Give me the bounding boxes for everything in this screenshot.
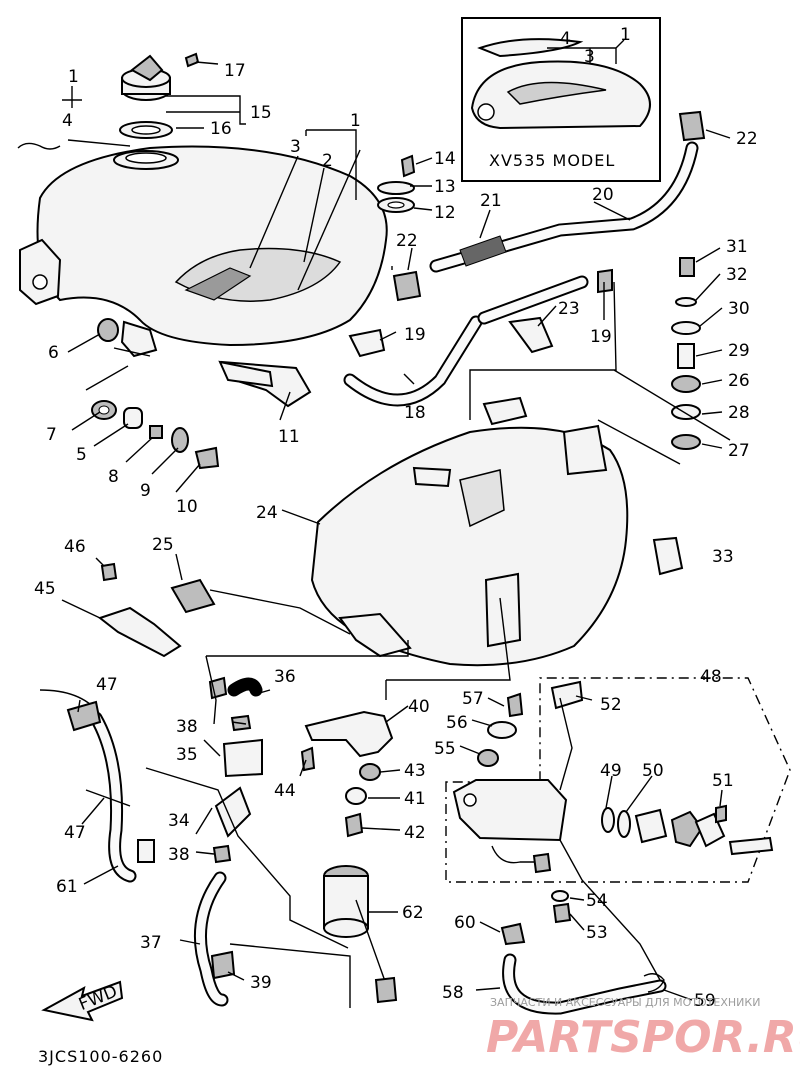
label-part-30: 30 xyxy=(728,299,750,319)
watermark: ЗАПЧАСТИ И АКСЕССУАРЫ ДЛЯ МОТОТЕХНИКИ PA… xyxy=(486,996,800,1063)
label-part-22-top: 22 xyxy=(736,129,758,149)
pump-bracket-group xyxy=(300,710,394,838)
label-part-25: 25 xyxy=(152,535,174,555)
label-part-32: 32 xyxy=(726,265,748,285)
label-part-44: 44 xyxy=(274,781,296,801)
label-part-15: 15 xyxy=(250,103,272,123)
label-part-2: 2 xyxy=(322,151,333,171)
label-part-50: 50 xyxy=(642,761,664,781)
fuel-cap-assembly xyxy=(119,52,200,139)
breather-hoses xyxy=(343,141,699,407)
label-part-59: 59 xyxy=(694,991,716,1011)
label-part-55: 55 xyxy=(434,739,456,759)
label-part-6: 6 xyxy=(48,343,59,363)
drawing-code: 3JCS100-6260 xyxy=(38,1047,163,1066)
watermark-site: PARTSPOR.RU xyxy=(486,1012,800,1063)
label-part-60: 60 xyxy=(454,913,476,933)
mount-hardware xyxy=(91,318,220,470)
label-part-8: 8 xyxy=(108,467,119,487)
watermark-tagline: ЗАПЧАСТИ И АКСЕССУАРЫ ДЛЯ МОТОТЕХНИКИ xyxy=(490,996,760,1009)
label-part-27: 27 xyxy=(728,441,750,461)
label-part-39: 39 xyxy=(250,973,272,993)
label-part-9: 9 xyxy=(140,481,151,501)
label-part-7: 7 xyxy=(46,425,57,445)
label-part-5: 5 xyxy=(76,445,87,465)
hose-clamps xyxy=(218,110,706,388)
label-part-1-cap: 1 xyxy=(68,67,79,87)
inset-num-1: 1 xyxy=(620,25,631,45)
label-part-26: 26 xyxy=(728,371,750,391)
label-part-13: 13 xyxy=(434,177,456,197)
label-part-29: 29 xyxy=(728,341,750,361)
label-part-58: 58 xyxy=(442,983,464,1003)
label-part-35: 35 xyxy=(176,745,198,765)
label-part-3: 3 xyxy=(290,137,301,157)
lower-fuel-hose xyxy=(500,922,667,1015)
fuel-tank-lower xyxy=(310,396,684,667)
leader-lines xyxy=(61,61,731,1008)
cap-bolt-washers xyxy=(377,154,416,213)
label-part-38-lower: 38 xyxy=(168,845,190,865)
label-part-4-cap: 4 xyxy=(62,111,73,131)
label-part-46: 46 xyxy=(64,537,86,557)
label-part-19-right: 19 xyxy=(590,327,612,347)
label-part-1: 1 xyxy=(350,111,361,131)
label-part-18: 18 xyxy=(404,403,426,423)
brackets-left xyxy=(97,562,216,658)
label-part-48: 48 xyxy=(700,667,722,687)
label-part-10: 10 xyxy=(176,497,198,517)
label-part-42: 42 xyxy=(404,823,426,843)
petcock-group xyxy=(445,677,791,981)
label-part-34: 34 xyxy=(168,811,190,831)
label-part-33: 33 xyxy=(712,547,734,567)
mount-stack xyxy=(671,257,701,450)
label-part-47: 47 xyxy=(64,823,86,843)
label-part-51: 51 xyxy=(712,771,734,791)
label-part-38: 38 xyxy=(176,717,198,737)
label-part-62: 62 xyxy=(402,903,424,923)
label-part-56: 56 xyxy=(446,713,468,733)
label-part-40: 40 xyxy=(408,697,430,717)
drain-hose-left xyxy=(39,689,155,883)
xv535-inset: XV535 MODEL 4 1 3 xyxy=(461,17,661,182)
fwd-arrow: FWD xyxy=(41,980,124,1022)
label-part-49: 49 xyxy=(600,761,622,781)
label-part-37: 37 xyxy=(140,933,162,953)
label-part-19: 19 xyxy=(404,325,426,345)
label-part-45: 45 xyxy=(34,579,56,599)
label-part-20: 20 xyxy=(592,185,614,205)
label-part-28: 28 xyxy=(728,403,750,423)
label-part-14: 14 xyxy=(434,149,456,169)
label-part-61: 61 xyxy=(56,877,78,897)
label-part-41: 41 xyxy=(404,789,426,809)
label-part-57: 57 xyxy=(462,689,484,709)
fuel-filter-group xyxy=(193,676,263,1007)
label-part-53: 53 xyxy=(586,923,608,943)
fuel-tank-upper xyxy=(17,142,388,408)
inset-num-3: 3 xyxy=(584,47,595,67)
label-part-12: 12 xyxy=(434,203,456,223)
part-number-labels: 1 4 17 15 16 1 3 2 14 13 12 21 20 22 22 … xyxy=(34,61,758,1011)
label-part-47-top: 47 xyxy=(96,675,118,695)
label-part-24: 24 xyxy=(256,503,278,523)
label-part-22: 22 xyxy=(396,231,418,251)
label-part-21: 21 xyxy=(480,191,502,211)
fwd-label: FWD xyxy=(76,982,120,1015)
inset-title: XV535 MODEL xyxy=(489,151,615,170)
fuel-pump xyxy=(323,865,398,1004)
label-part-31: 31 xyxy=(726,237,748,257)
inset-num-4: 4 xyxy=(560,29,571,49)
label-part-52: 52 xyxy=(600,695,622,715)
label-part-43: 43 xyxy=(404,761,426,781)
label-part-36: 36 xyxy=(274,667,296,687)
label-part-11: 11 xyxy=(278,427,300,447)
label-part-54: 54 xyxy=(586,891,608,911)
label-part-16: 16 xyxy=(210,119,232,139)
label-part-17: 17 xyxy=(224,61,246,81)
label-part-23: 23 xyxy=(558,299,580,319)
